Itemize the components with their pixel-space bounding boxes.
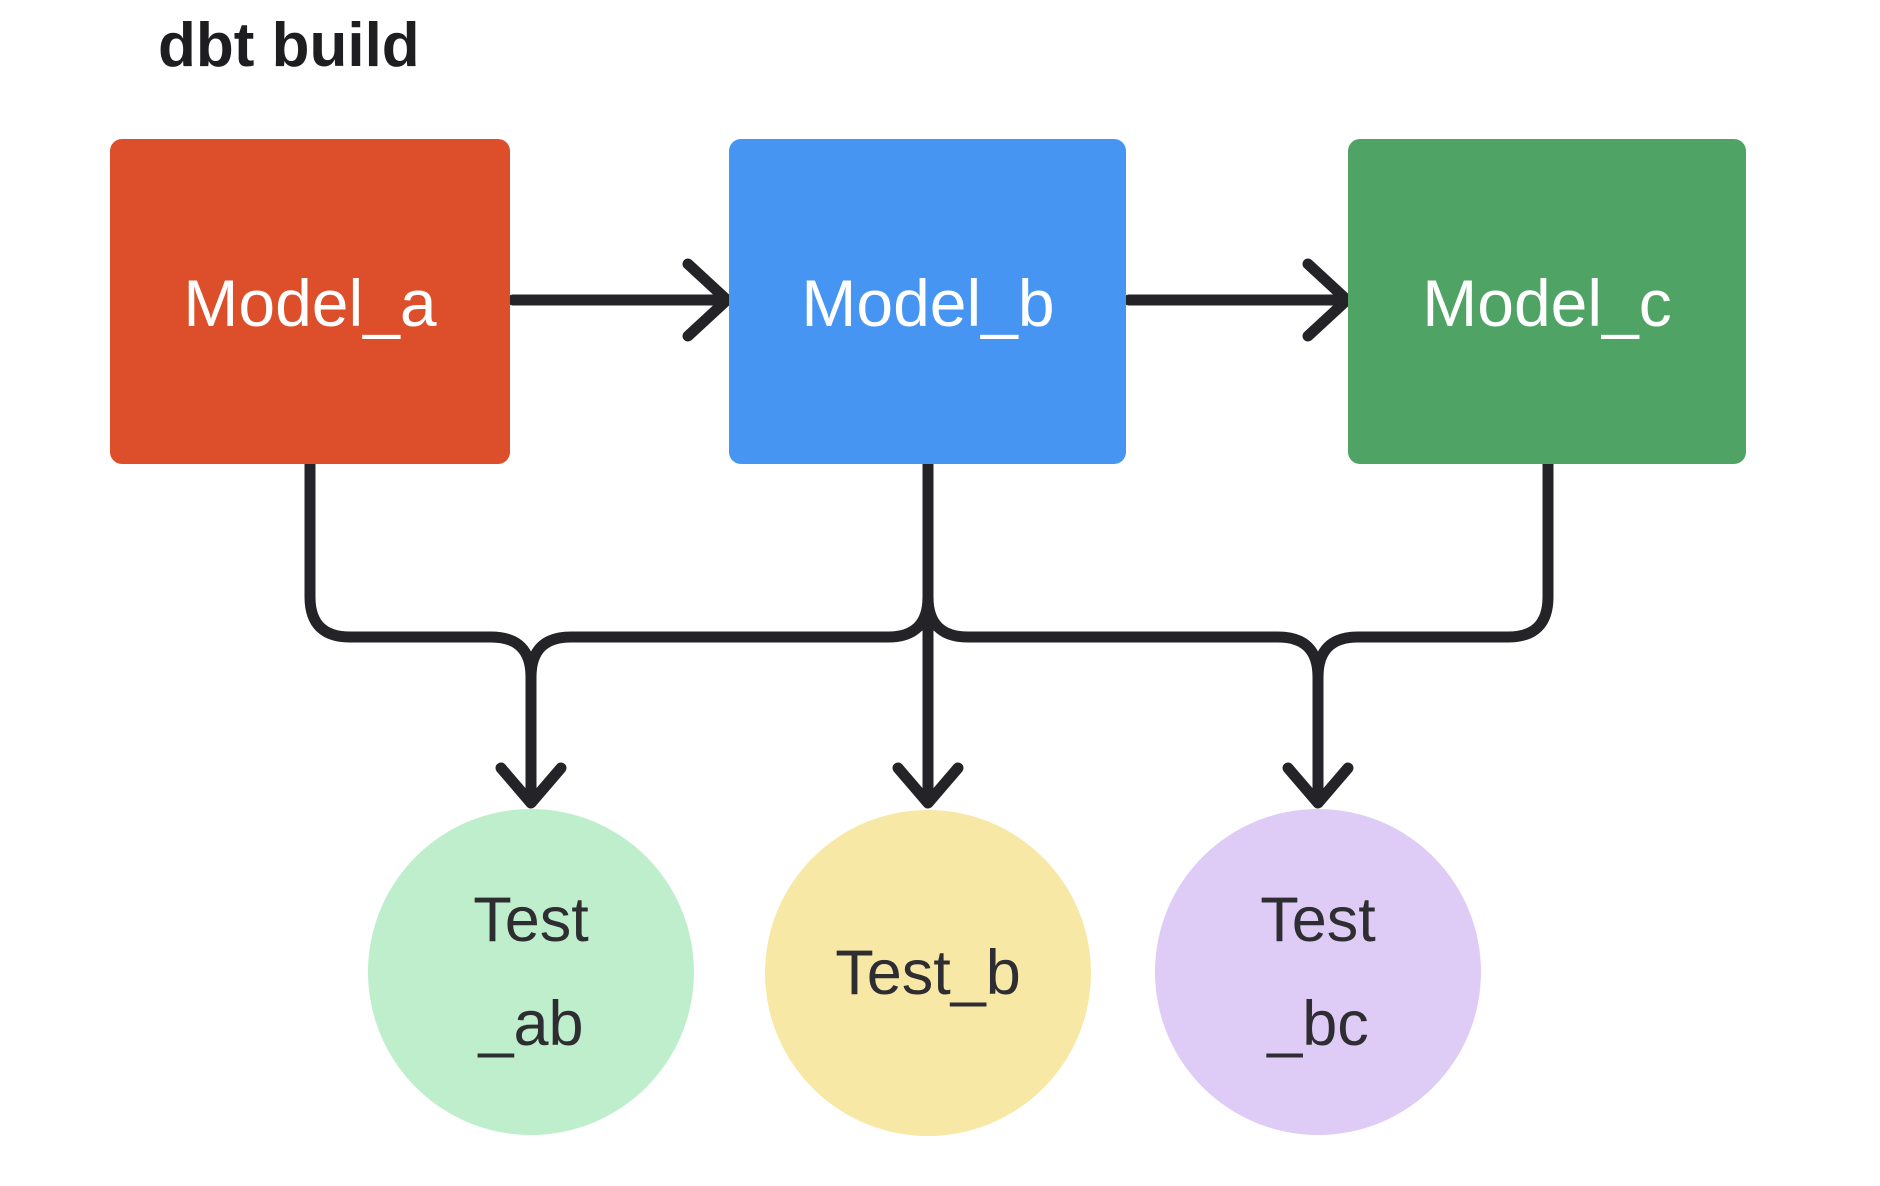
edge-lines xyxy=(304,258,1554,809)
arrowhead-into-test-ab-icon xyxy=(495,762,567,809)
arrowhead-into-test-b-icon xyxy=(892,762,964,809)
test-bc-circle xyxy=(1155,809,1481,1135)
model-b-box xyxy=(729,139,1126,464)
model-a-label: Model_a xyxy=(183,266,436,340)
edge-model-a-to-test-ab xyxy=(304,458,537,804)
model-c-box xyxy=(1348,139,1746,464)
model-c-node: Model_c xyxy=(1348,139,1746,464)
test-ab-node: Test _ab xyxy=(368,809,694,1135)
edge-model-b-to-test-ab xyxy=(525,458,934,804)
arrowhead-into-test-bc-icon xyxy=(1282,762,1354,809)
arrowhead-into-model-b-icon xyxy=(682,258,733,342)
model-a-box xyxy=(110,139,510,464)
test-ab-label-line1: Test xyxy=(473,885,589,955)
arrowhead-into-model-c-icon xyxy=(1302,258,1353,342)
test-b-node: Test_b xyxy=(765,810,1091,1136)
edge-model-c-to-test-bc xyxy=(1312,458,1554,804)
model-b-label: Model_b xyxy=(801,266,1054,340)
model-c-label: Model_c xyxy=(1422,266,1671,340)
test-bc-label-line2: _bc xyxy=(1266,989,1369,1059)
model-b-node: Model_b xyxy=(729,139,1126,464)
test-ab-label-line2: _ab xyxy=(477,989,583,1059)
test-bc-node: Test _bc xyxy=(1155,809,1481,1135)
model-a-node: Model_a xyxy=(110,139,510,464)
edge-model-b-to-test-bc xyxy=(922,458,1324,804)
diagram-title: dbt build xyxy=(158,11,420,80)
test-b-circle xyxy=(765,810,1091,1136)
test-ab-circle xyxy=(368,809,694,1135)
test-bc-label-line1: Test xyxy=(1260,885,1376,955)
test-b-label: Test_b xyxy=(835,938,1021,1008)
